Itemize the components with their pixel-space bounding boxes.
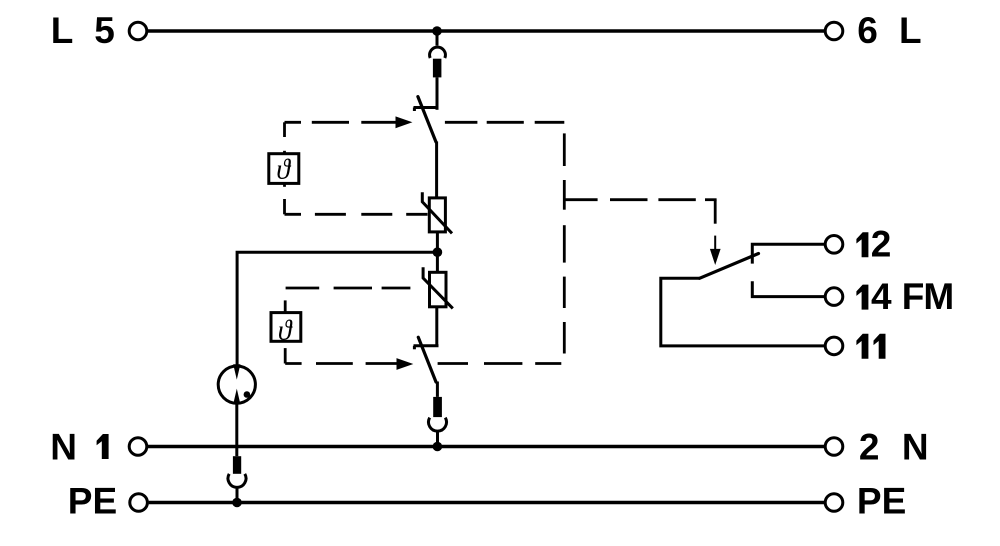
svg-text:ϑ: ϑ — [278, 315, 293, 346]
svg-text:2: 2 — [859, 426, 880, 467]
svg-text:4: 4 — [871, 276, 892, 317]
svg-text:ϑ: ϑ — [276, 154, 291, 185]
svg-text:2: 2 — [871, 224, 892, 265]
svg-text:6: 6 — [857, 10, 878, 51]
svg-text:FM: FM — [902, 276, 953, 317]
svg-text:L: L — [899, 10, 922, 51]
svg-text:N: N — [50, 426, 77, 467]
svg-text:5: 5 — [94, 10, 115, 51]
svg-text:PE: PE — [68, 481, 117, 522]
svg-text:PE: PE — [857, 481, 906, 522]
svg-text:L: L — [51, 10, 74, 51]
svg-text:N: N — [902, 426, 929, 467]
